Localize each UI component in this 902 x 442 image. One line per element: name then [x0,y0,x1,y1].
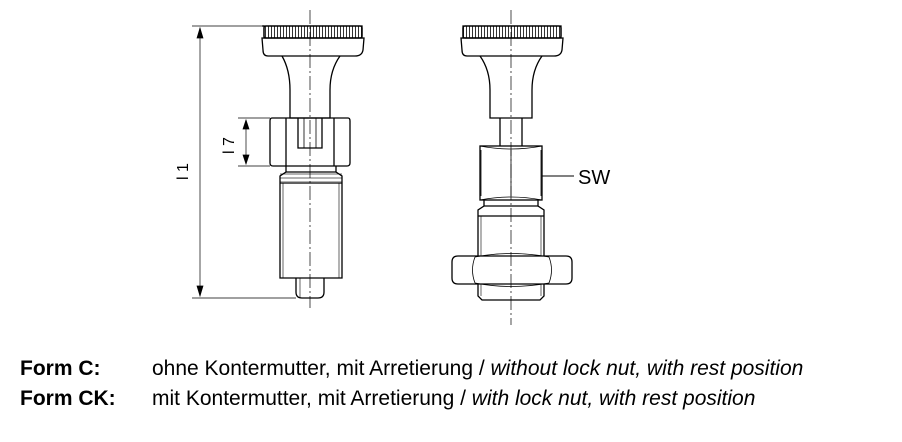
legend-row-form-ck: Form CK: mit Kontermutter, mit Arretierun… [20,384,803,414]
dimension-l7 [238,117,270,167]
label-sw: SW [578,167,610,189]
pin-tip [295,278,325,299]
label-l1: l 1 [175,163,192,180]
legend-form-c-german: ohne Kontermutter, mit Arretierung / [152,357,491,380]
hex-nut-sw [479,145,543,201]
legend-form-c-english: without lock nut, with rest position [490,357,804,380]
thread-body [279,166,343,279]
label-l7: l 7 [221,137,238,154]
thread-end [477,284,545,301]
legend-form-ck-german: mit Kontermutter, mit Arretierung / [152,387,472,410]
legend-form-ck-english: with lock nut, with rest position [471,387,756,410]
thread-body-right [477,200,545,256]
knob-neck-right [479,55,543,119]
knurled-knob-right [460,25,564,57]
legend-form-c-label: Form C: [20,357,101,380]
legend-form-ck-label: Form CK: [20,387,116,410]
form-ck-view [451,10,574,325]
slotted-head [269,117,351,167]
pin-stem [499,118,523,146]
form-c-view [192,10,365,308]
legend: Form C: ohne Kontermutter, mit Arretierun… [20,354,803,414]
knob-neck [281,55,341,119]
knurled-knob [261,25,365,57]
technical-drawing: l 1 l 7 [175,10,610,325]
legend-row-form-c: Form C: ohne Kontermutter, mit Arretierun… [20,354,803,384]
lock-nut [451,253,573,287]
dimension-l1 [192,25,296,299]
